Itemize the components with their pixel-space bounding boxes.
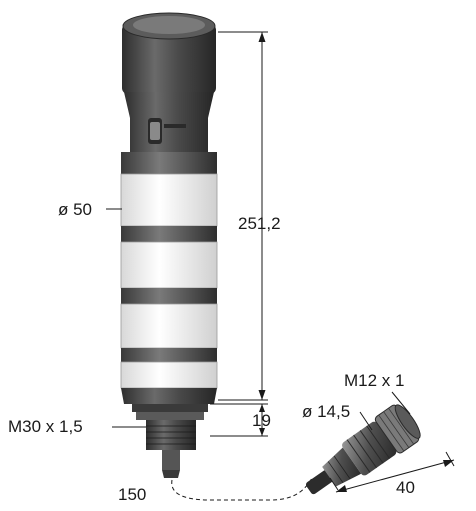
buzzer-neck <box>124 92 214 152</box>
dim-overall-height <box>218 31 268 401</box>
band-top <box>121 152 217 174</box>
dim-label-cable-length: 150 <box>118 485 146 504</box>
light-segment-3 <box>120 303 218 349</box>
dim-label-connector-diameter: ø 14,5 <box>302 402 350 421</box>
dim-connector-length <box>329 451 455 493</box>
dim-label-diameter-body: ø 50 <box>58 200 92 219</box>
threaded-mount <box>146 420 196 450</box>
leader-connector-diameter <box>359 411 373 431</box>
cable-break-line <box>171 477 313 501</box>
dim-label-connector-length: 40 <box>396 478 415 497</box>
dim-thread-length <box>210 403 268 437</box>
signal-tower <box>120 12 218 478</box>
dim-label-thread: M30 x 1,5 <box>8 417 83 436</box>
leader-connector-thread <box>391 391 411 415</box>
m12-connector <box>305 404 421 495</box>
dim-label-overall-height: 251,2 <box>238 214 281 233</box>
base <box>121 388 217 420</box>
light-segment-1 <box>120 173 218 227</box>
top-cap <box>122 12 216 94</box>
cable-stub <box>162 450 180 478</box>
dim-label-connector-thread: M12 x 1 <box>344 371 404 390</box>
band-3 <box>121 348 217 362</box>
band-2 <box>121 288 217 304</box>
light-segment-2 <box>120 241 218 289</box>
band-1 <box>121 226 217 242</box>
light-segment-4 <box>120 361 218 389</box>
dim-label-thread-length: 19 <box>252 411 271 430</box>
